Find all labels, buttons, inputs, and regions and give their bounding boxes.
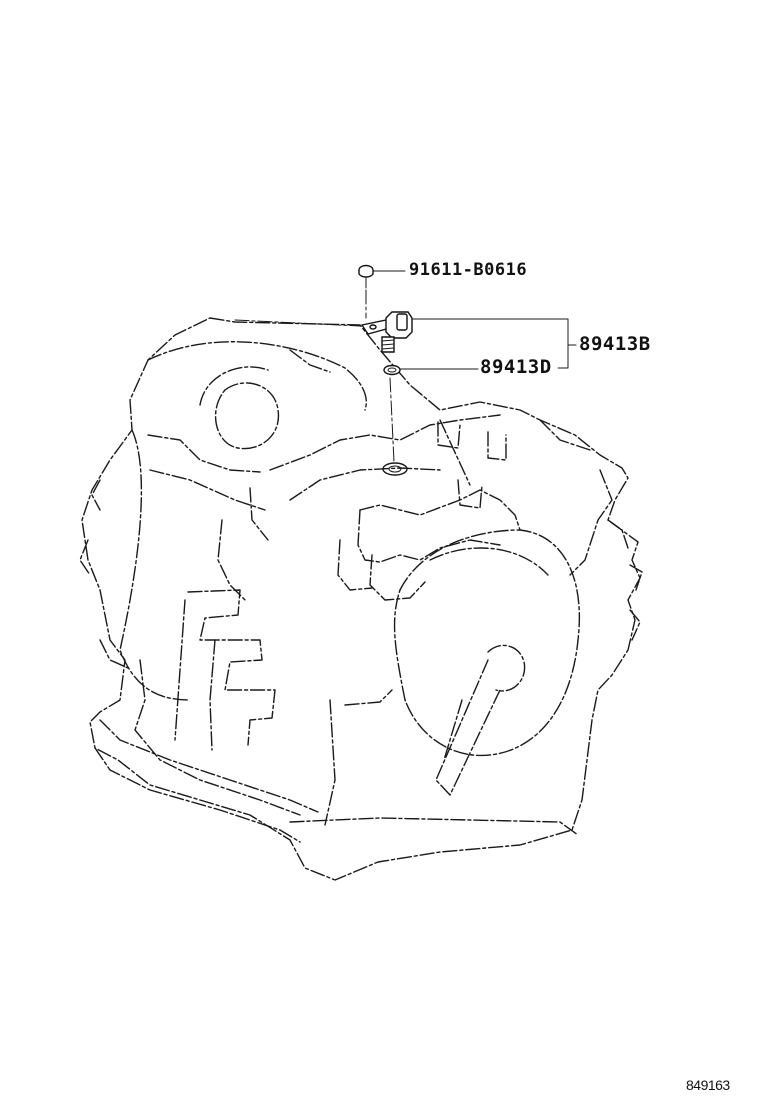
part-number-bolt: 91611-B0616 bbox=[409, 260, 528, 280]
speed-sensor-part bbox=[360, 311, 413, 353]
assembly-axis-line bbox=[234, 289, 395, 463]
part-number-sensor-assembly: 89413B bbox=[579, 333, 651, 355]
figure-id: 849163 bbox=[686, 1077, 730, 1093]
part-number-o-ring: 89413D bbox=[480, 356, 552, 378]
bolt-part bbox=[358, 264, 374, 289]
callout-leaders bbox=[373, 270, 577, 370]
o-ring-part bbox=[383, 364, 401, 376]
transmission-housing bbox=[79, 317, 643, 881]
